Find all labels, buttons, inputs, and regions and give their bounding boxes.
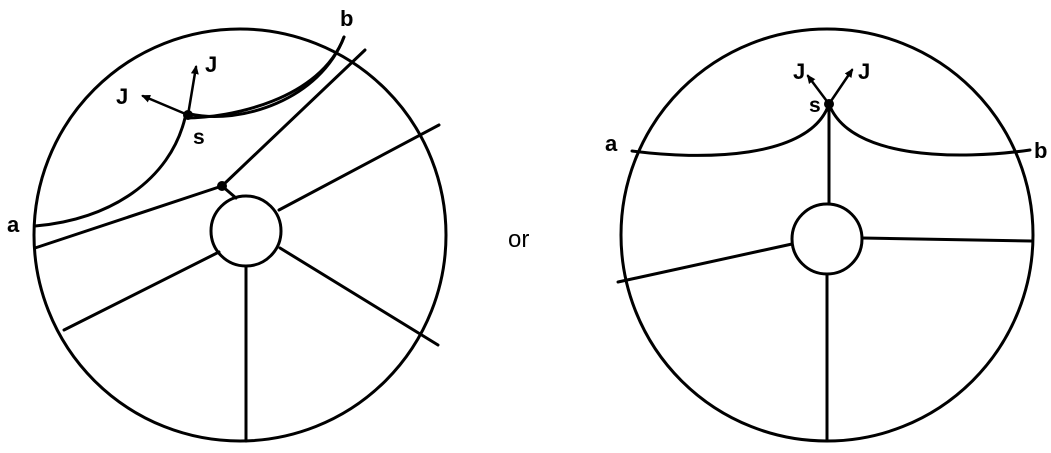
left-spoke-lower-right [278,246,440,347]
right-spoke-left [616,242,794,284]
right-label-s: s [809,94,821,117]
left-j-arrow-up [186,65,199,117]
left-edge-b-vertex [220,48,367,188]
left-label-j-left: J [116,84,128,109]
left-label-j-up: J [205,52,217,77]
connector-or: or [508,226,529,253]
right-curve-s-b [827,102,1032,157]
left-curve-s-right [188,35,346,118]
right-j-arrow-right [827,68,854,106]
right-label-b: b [1034,138,1047,163]
right-label-a: a [605,131,618,156]
left-inner-boundary [209,194,283,268]
right-diagram: a b s J J [605,27,1047,443]
right-j-arrow-left [806,74,831,106]
left-spoke-lower-left [62,250,221,332]
left-j-arrow-left [141,94,190,117]
right-curve-a-s [630,102,831,157]
left-outer-disk [32,27,448,443]
left-edge-a-vertex [33,184,224,250]
left-diagram: a b s J J [7,6,448,443]
right-label-j-left: J [793,59,805,84]
left-label-s: s [193,126,205,149]
left-spoke-upper-right [277,123,441,212]
left-label-b: b [340,6,353,31]
right-label-j-right: J [858,59,870,84]
left-label-a: a [7,212,20,237]
right-spoke-right [860,236,1033,243]
right-inner-boundary [790,202,864,276]
left-vertex-dot [217,181,227,191]
